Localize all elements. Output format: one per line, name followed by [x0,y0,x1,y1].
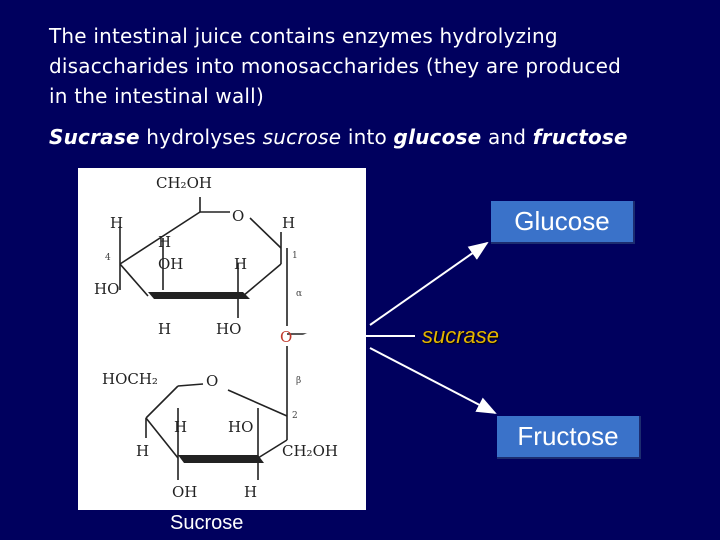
reaction-and: and [481,125,533,149]
glucose-oh-c4: OH [158,255,183,273]
intro-line-3: in the intestinal wall) [49,84,264,108]
arrow-to-glucose [369,241,489,326]
glycosidic-oxygen: O [280,328,292,346]
glucose-ho-c2: HO [216,320,241,338]
fructose-h-c4: H [244,483,257,501]
glucose-carbon-1: 1 [292,251,298,261]
substrate-name: sucrose [262,125,342,149]
intro-line-2: disaccharides into monosaccharides (they… [49,54,622,78]
product-fructose: fructose [532,125,628,149]
glucose-ch2oh: CH₂OH [156,174,212,192]
glucose-ring [119,197,308,335]
glucose-h-c4: H [158,233,171,251]
glucose-ring-bold-edge [148,292,250,299]
fructose-h-c5: H [174,418,187,436]
glucose-ring-oxygen: O [232,207,244,225]
fructose-ring-bold-edge [178,455,264,463]
glucose-carbon-4: 4 [105,253,111,263]
fructose-ho-c3: HO [228,418,253,436]
glucose-ho-c3: HO [94,280,119,298]
arrow-to-fructose [369,347,497,414]
glucose-h-c3: H [234,255,247,273]
sucrose-structure-diagram: CH₂OH O H H H 4 OH H 1 HO α H HO O HOCH₂… [94,174,338,501]
fructose-label: Fructose [497,416,641,459]
glucose-h-c5: H [110,214,123,232]
intro-line-1: The intestinal juice contains enzymes hy… [49,24,558,48]
fructose-oh-c4: OH [172,483,197,501]
reaction-into: into [341,125,394,149]
fructose-hoch2: HOCH₂ [102,370,158,388]
fructose-ring [145,346,288,480]
alpha-label: α [296,289,302,299]
beta-label: β [296,376,301,386]
sucrose-caption: Sucrose [170,512,244,534]
reaction-verb: hydrolyses [139,125,263,149]
fructose-h-left: H [136,442,149,460]
fructose-ch2oh: CH₂OH [282,442,338,460]
sucrase-label: sucrase [422,323,500,348]
fructose-carbon-2: 2 [292,411,298,421]
glucose-h-c2: H [158,320,171,338]
fructose-ring-oxygen: O [206,372,218,390]
enzyme-name: Sucrase [49,125,140,149]
glucose-label: Glucose [491,201,635,244]
glucose-h-c1: H [282,214,295,232]
product-glucose: glucose [393,125,482,149]
reaction-sentence: Sucrase hydrolyses sucrose into glucose … [49,125,628,149]
